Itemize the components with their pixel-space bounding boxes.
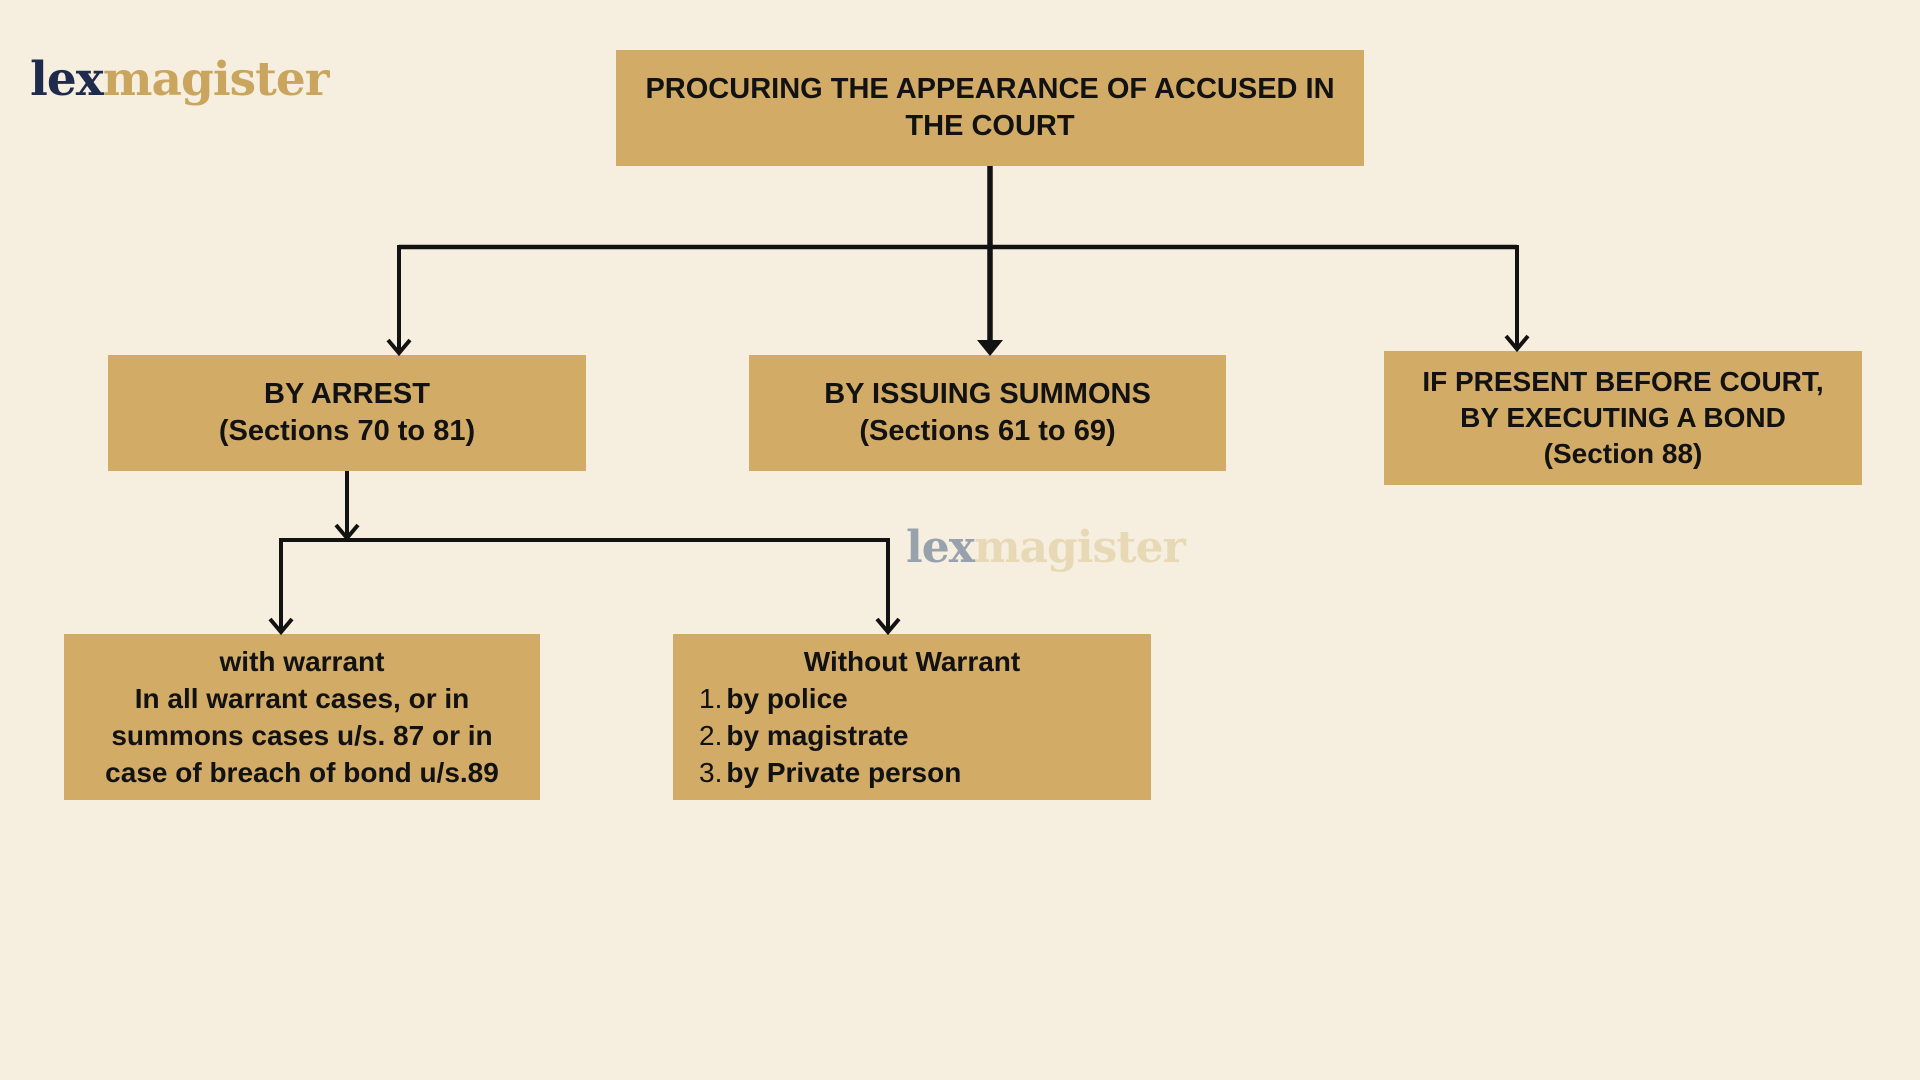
flowchart-node-by-arrest: BY ARREST (Sections 70 to 81) — [108, 355, 586, 471]
node-text-line: (Section 88) — [1543, 438, 1703, 469]
arrowhead-to-arrest — [386, 338, 412, 357]
node-text-line: with warrant — [219, 646, 385, 677]
node-text-line: THE COURT — [905, 110, 1075, 142]
node-text-line: BY ISSUING SUMMONS — [824, 378, 1151, 410]
list-item: 2. by magistrate — [699, 717, 1151, 754]
node-text-line: IF PRESENT BEFORE COURT, — [1422, 366, 1824, 397]
list-item-label: by Private person — [726, 757, 962, 788]
list-item: 3. by Private person — [699, 754, 1151, 791]
watermark-magister-text: magister — [973, 522, 1186, 573]
list-item-number: 1. — [699, 683, 723, 714]
flowchart-node-procuring-appearance: PROCURING THE APPEARANCE OF ACCUSED IN T… — [616, 50, 1364, 166]
without-warrant-list: 1. by police 2. by magistrate 3. by Priv… — [673, 680, 1151, 791]
node-text-line: BY EXECUTING A BOND — [1460, 402, 1786, 433]
node-text-line: case of breach of bond u/s.89 — [105, 757, 499, 788]
arrowhead-to-without-warrant — [875, 617, 901, 636]
list-item-number: 2. — [699, 720, 723, 751]
flowchart-node-with-warrant: with warrant In all warrant cases, or in… — [64, 634, 540, 800]
flowchart-node-without-warrant: Without Warrant 1. by police 2. by magis… — [673, 634, 1151, 800]
flowchart-node-by-issuing-summons: BY ISSUING SUMMONS (Sections 61 to 69) — [749, 355, 1226, 471]
logo-magister-text: magister — [102, 52, 330, 107]
node-text-line: (Sections 70 to 81) — [218, 415, 476, 447]
node-title: Without Warrant — [803, 646, 1021, 677]
arrowhead-arrest-down — [334, 523, 360, 542]
watermark-lex-text: lex — [906, 522, 975, 573]
lexmagister-logo: lexmagister — [30, 52, 330, 107]
list-item: 1. by police — [699, 680, 1151, 717]
arrowhead-to-with-warrant — [268, 617, 294, 636]
list-item-number: 3. — [699, 757, 723, 788]
node-text-line: (Sections 61 to 69) — [859, 415, 1116, 447]
flowchart-node-executing-bond: IF PRESENT BEFORE COURT, BY EXECUTING A … — [1384, 351, 1862, 485]
list-item-label: by police — [726, 683, 848, 714]
list-item-label: by magistrate — [726, 720, 909, 751]
node-text-line: summons cases u/s. 87 or in — [111, 720, 493, 751]
arrowhead-root-to-summons — [977, 340, 1003, 356]
lexmagister-watermark: lexmagister — [906, 522, 1186, 573]
logo-lex-text: lex — [30, 52, 104, 107]
arrowhead-to-bond — [1504, 334, 1530, 353]
node-text-line: BY ARREST — [264, 378, 430, 410]
node-text-line: In all warrant cases, or in — [134, 683, 470, 714]
node-text-line: PROCURING THE APPEARANCE OF ACCUSED IN — [645, 73, 1335, 105]
